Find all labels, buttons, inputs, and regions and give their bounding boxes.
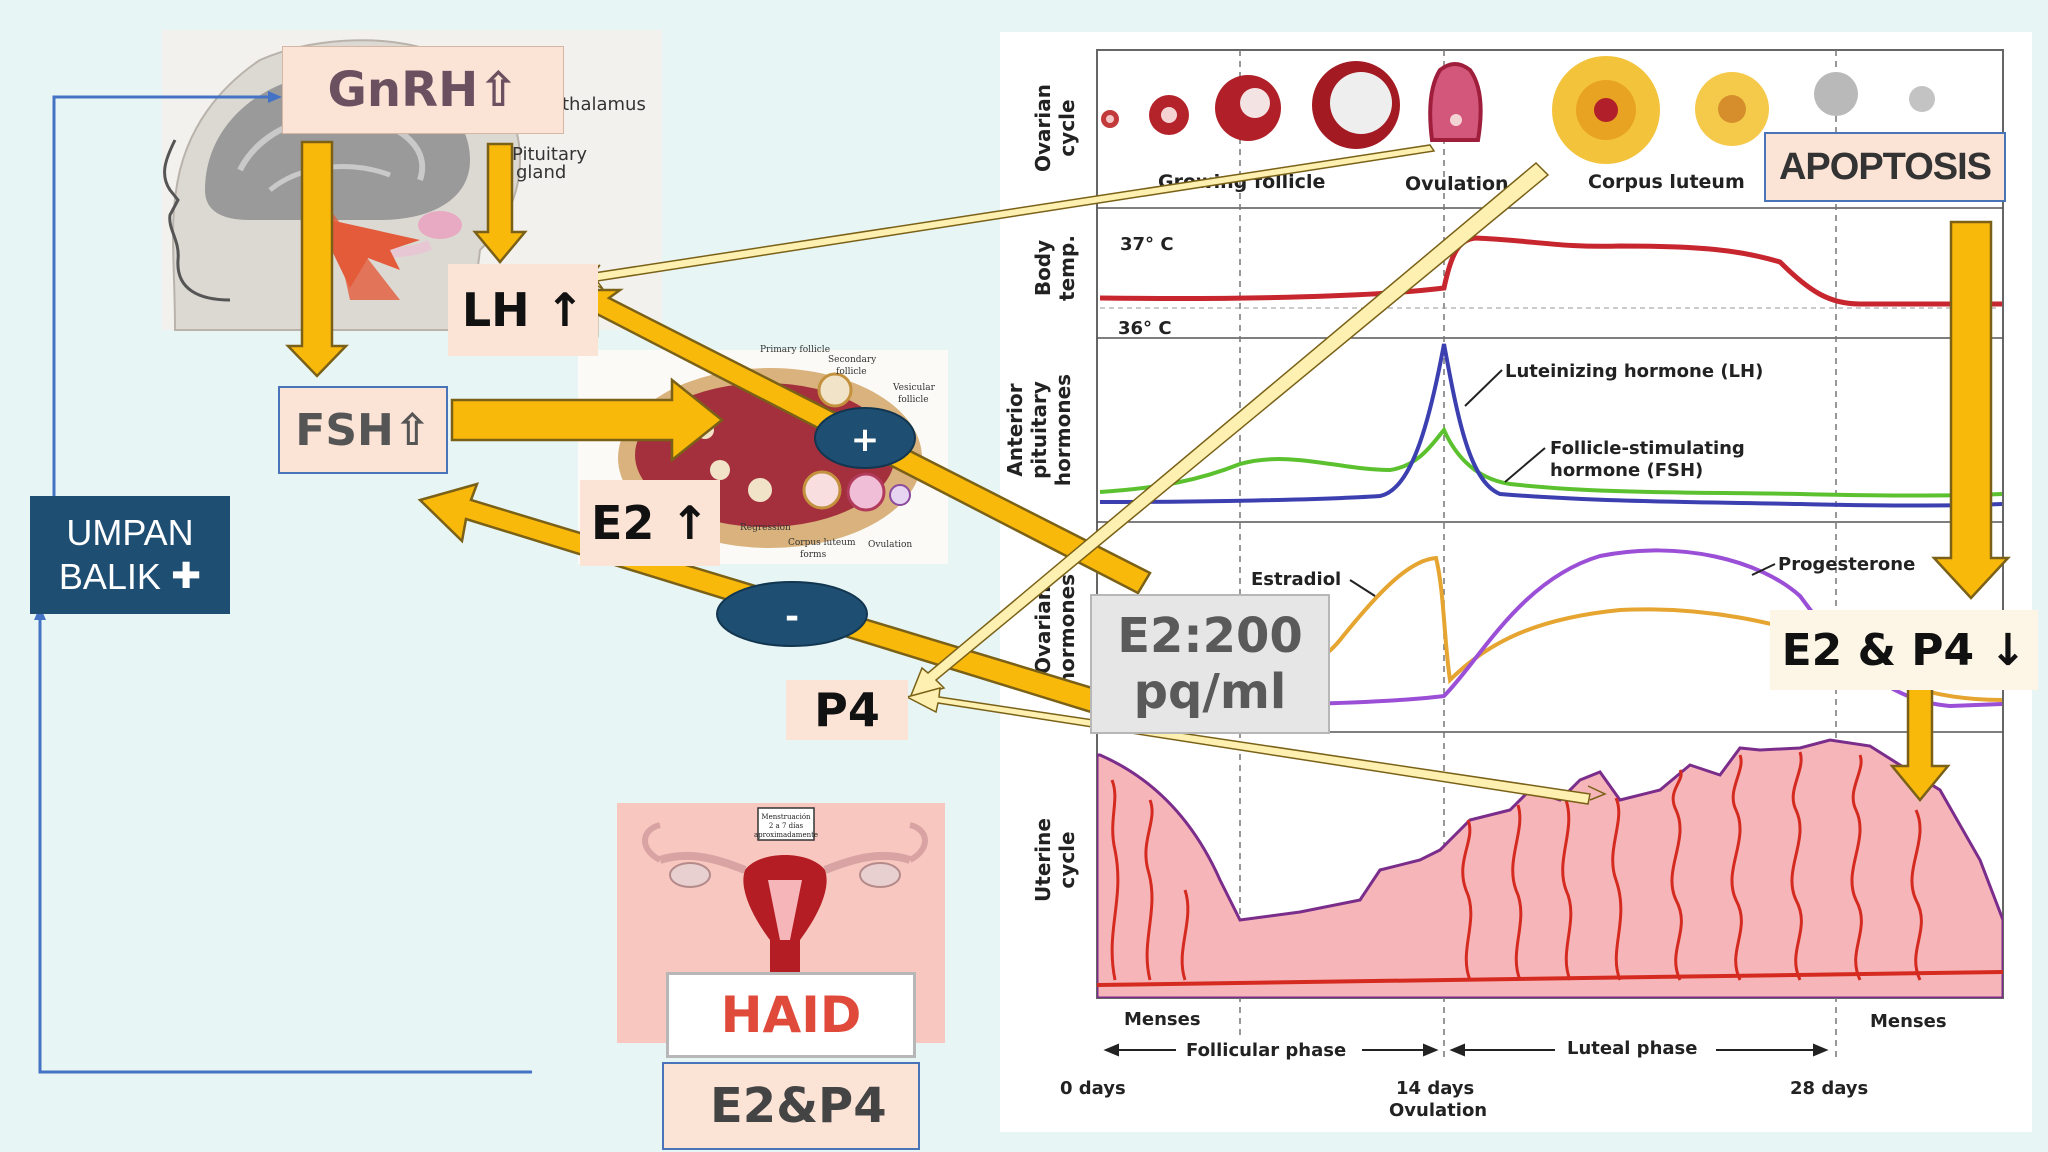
feedback-line-top: [52, 95, 270, 496]
minus-oval: -: [716, 581, 868, 647]
row-label-uterine: Uterine: [1031, 818, 1055, 902]
arrow-apoptosis-down: [1931, 220, 2011, 600]
estradiol-leader-line: [1349, 579, 1376, 597]
plus-oval: +: [814, 407, 916, 469]
e2p4-low-text: E2&P4: [710, 1078, 887, 1134]
plus-icon: ✚: [170, 556, 202, 597]
e2-up-label: E2 ↑: [580, 480, 720, 566]
menstrual-cycle-chart: Ovarian cycle Body temp. Anterior pituit…: [1000, 32, 2032, 1132]
p4-text: P4: [814, 683, 880, 737]
label-menses-right: Menses: [1870, 1011, 1947, 1032]
corpus-albicans: [1814, 72, 1858, 116]
e2p4-low-label: E2&P4: [662, 1062, 920, 1150]
e2-value-box: E2:200 pq/ml: [1090, 594, 1330, 734]
row-label-ovarian-hormones: Ovarian: [1031, 586, 1055, 674]
row-label-ovarian: cycle: [1055, 99, 1079, 156]
ovary-label-regression: Regression: [740, 523, 791, 533]
arrow-uterus-to-p4: [904, 686, 1591, 805]
row-label-body: temp.: [1055, 235, 1079, 301]
menstruation-sign: [757, 807, 815, 841]
feedback-line-bottom: [38, 612, 532, 1074]
label-lh-curve: Luteinizing hormone (LH): [1505, 361, 1763, 382]
gnrh-label: GnRH⇧: [282, 46, 564, 134]
row-label-body: Body: [1031, 240, 1055, 296]
ovary-label-ovulation: Ovulation: [868, 540, 912, 550]
label-day-0: 0 days: [1060, 1078, 1126, 1099]
arrow-gnrh-to-fsh: [285, 140, 349, 378]
label-fsh-curve: hormone (FSH): [1550, 460, 1703, 481]
fsh-leader-line: [1504, 447, 1546, 483]
ovary-label-primary: Primary follicle: [760, 345, 830, 355]
p4-label: P4: [786, 680, 908, 740]
arrow-gnrh-to-lh: [472, 142, 528, 264]
fsh-label: FSH⇧: [278, 386, 448, 474]
balik-text: BALIK: [58, 556, 161, 597]
fsh-curve: [1099, 426, 2003, 498]
gnrh-text: GnRH⇧: [327, 62, 519, 118]
label-hypothalamus: thalamus: [562, 94, 646, 115]
menstruation-sign-text: Menstruación: [761, 813, 811, 821]
row-label-pituitary: hormones: [1051, 374, 1075, 486]
label-day-14: 14 days: [1396, 1078, 1474, 1099]
label-menses-left: Menses: [1124, 1009, 1201, 1030]
e2-value-line2: pq/ml: [1133, 664, 1287, 720]
ovary-label-corpus: forms: [800, 550, 827, 560]
label-day-28: 28 days: [1790, 1078, 1868, 1099]
umpan-text: UMPAN: [66, 512, 194, 553]
label-ovulation: Ovulation: [1405, 173, 1509, 195]
fsh-text: FSH⇧: [295, 404, 431, 456]
ovulation-follicle: [1428, 62, 1483, 142]
label-temp-37: 37° C: [1120, 234, 1174, 255]
label-luteal-phase: Luteal phase: [1567, 1038, 1697, 1059]
corpus-albicans-small: [1909, 86, 1935, 112]
lh-label: LH ↑: [448, 264, 598, 356]
menstruation-sign-text: 2 a 7 días: [769, 822, 804, 830]
arrow-e2p4-to-uterus: [1889, 686, 1951, 802]
label-temp-36: 36° C: [1118, 318, 1172, 339]
ovary-label-secondary: follicle: [836, 367, 867, 377]
apoptosis-text: APOPTOSIS: [1778, 145, 1992, 188]
row-label-pituitary: Anterior: [1003, 383, 1027, 476]
e2-up-text: E2 ↑: [591, 496, 709, 550]
label-fsh-curve: Follicle-stimulating: [1550, 438, 1745, 459]
lh-text: LH ↑: [461, 283, 585, 337]
label-corpus-luteum: Corpus luteum: [1588, 171, 1745, 193]
ovary-label-secondary: Secondary: [828, 355, 877, 365]
arrow-fsh-to-ovary: [450, 377, 725, 463]
e2-p4-down-text: E2 & P4 ↓: [1781, 624, 2027, 676]
ovarian-stage-illustrations: [1101, 56, 1935, 164]
ovary-label-vesicular: Vesicular: [892, 383, 936, 393]
umpan-balik-box: UMPAN BALIK ✚: [30, 496, 230, 614]
label-pituitary: gland: [516, 162, 566, 183]
uterine-lining: [1097, 738, 2003, 998]
label-estradiol: Estradiol: [1251, 569, 1341, 590]
label-pituitary: Pituitary: [512, 144, 587, 165]
lh-curve: [1099, 343, 2003, 508]
row-label-ovarian-hormones: hormones: [1055, 574, 1079, 686]
body-temperature-line: [1099, 235, 2002, 307]
haid-label: HAID: [666, 972, 916, 1058]
row-label-ovarian: Ovarian: [1031, 84, 1055, 172]
plus-sign: +: [851, 420, 880, 460]
lh-leader-line: [1464, 369, 1503, 407]
label-follicular-phase: Follicular phase: [1186, 1040, 1346, 1061]
row-label-uterine: cycle: [1055, 831, 1079, 888]
minus-sign: -: [785, 597, 799, 637]
e2-value-line1: E2:200: [1117, 608, 1303, 664]
e2-p4-down-label: E2 & P4 ↓: [1770, 610, 2038, 690]
phase-arrows: [1103, 1043, 1829, 1057]
progesterone-leader-line: [1751, 563, 1776, 576]
apoptosis-label: APOPTOSIS: [1764, 132, 2006, 202]
haid-text: HAID: [720, 986, 862, 1044]
ovary-label-vesicular: follicle: [898, 395, 929, 405]
menstruation-sign-text: aproximadamente: [754, 831, 818, 839]
label-day-14-ovulation: Ovulation: [1389, 1100, 1487, 1121]
row-label-pituitary: pituitary: [1027, 381, 1051, 479]
label-progesterone: Progesterone: [1778, 554, 1915, 575]
ovary-label-corpus: Corpus luteum: [788, 538, 856, 548]
